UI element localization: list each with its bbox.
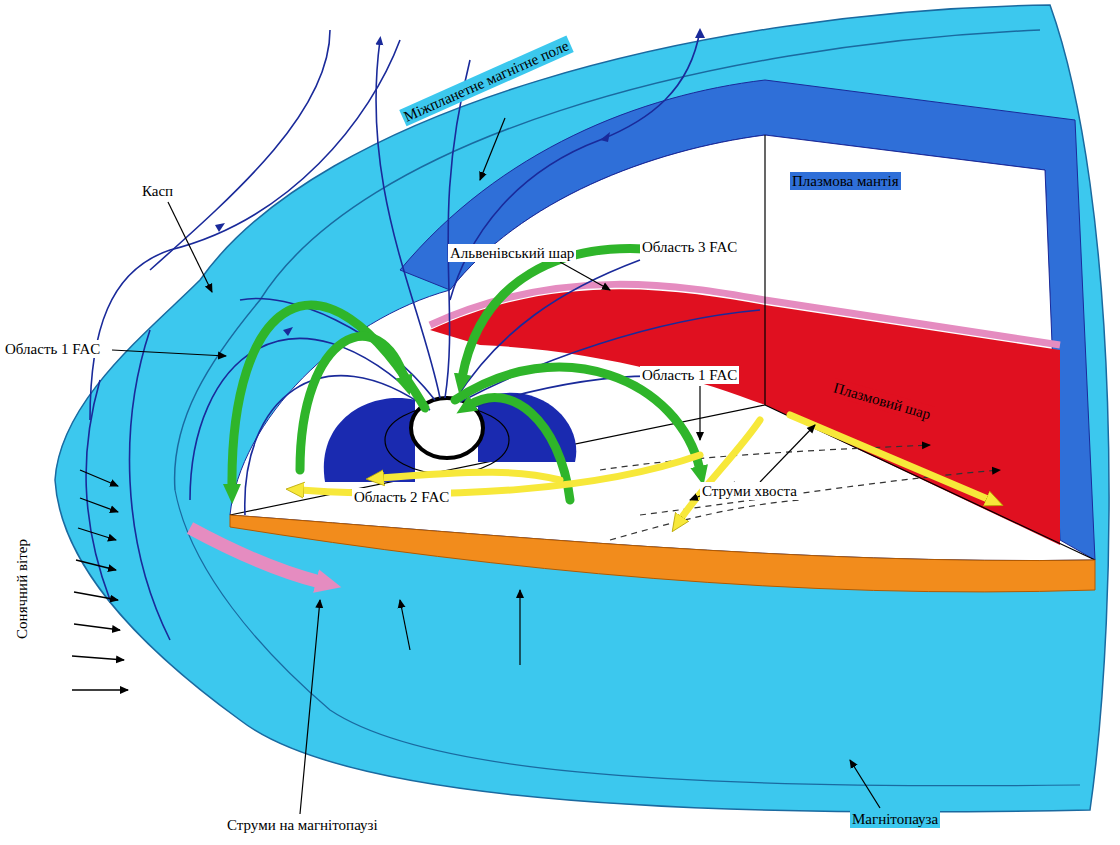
fac3-label: Область 3 FAC bbox=[640, 238, 739, 256]
tail-current-label: Струми хвоста bbox=[700, 482, 799, 500]
fac1-label: Область 1 FAC bbox=[3, 340, 102, 358]
solar-wind-label: Сонячний вітер bbox=[13, 537, 31, 641]
cusp-label: Касп bbox=[140, 182, 175, 200]
fac1-label: Область 1 FAC bbox=[640, 366, 739, 384]
magnetopause-current-label: Струми на магнітопаузі bbox=[225, 816, 380, 834]
fac2-label: Область 2 FAC bbox=[352, 488, 451, 506]
alfven-label: Альвенівський шар bbox=[448, 244, 576, 262]
magnetopause-label: Магнітопауза bbox=[850, 810, 940, 828]
mantle-label: Плазмова мантія bbox=[790, 172, 901, 190]
